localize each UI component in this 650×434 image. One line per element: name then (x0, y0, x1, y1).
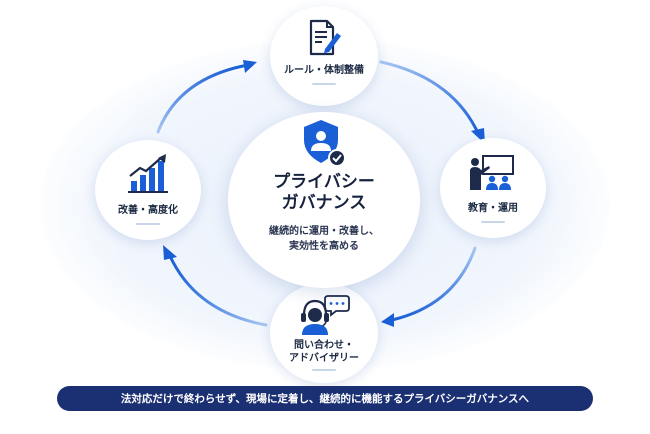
bar-chart-growth-icon (128, 154, 168, 193)
arrow-left-to-top (156, 64, 245, 134)
divider (481, 221, 505, 223)
center-title-line1: プライバシー (273, 172, 375, 192)
cycle-step-label-line2: アドバイザリー (289, 353, 359, 364)
arrow-right-to-bottom (390, 246, 477, 322)
center-description: 継続的に運用・改善し、 実効性を高める (269, 224, 379, 254)
presentation-board-icon (470, 155, 514, 190)
center-desc-line2: 実効性を高める (289, 241, 359, 252)
center-privacy-governance: プライバシー ガバナンス 継続的に運用・改善し、 実効性を高める (228, 112, 420, 288)
headset-chat-icon (301, 295, 350, 335)
arrow-bottom-to-left (168, 254, 268, 327)
divider (136, 223, 160, 225)
center-title-line2: ガバナンス (281, 193, 367, 213)
center-desc-line1: 継続的に運用・改善し、 (269, 226, 379, 237)
shield-user-check-icon (304, 120, 346, 167)
cycle-step-label-line1: 問い合わせ・ (294, 340, 354, 351)
cycle-step-label: ルール・体制整備 (284, 65, 364, 76)
cycle-step-education: 教育・運用 (440, 138, 546, 238)
cycle-step-rules: ルール・体制整備 (270, 6, 378, 106)
cycle-step-label: 教育・運用 (468, 203, 518, 214)
divider (312, 369, 336, 371)
cycle-step-inquiries: 問い合わせ・ アドバイザリー (270, 283, 378, 383)
document-pen-icon (309, 19, 341, 56)
divider (312, 83, 336, 85)
arrow-top-to-right (379, 60, 480, 135)
summary-banner: 法対応だけで終わらせず、現場に定着し、継続的に機能するプライバシーガバナンスへ (57, 386, 593, 411)
cycle-step-improvement: 改善・高度化 (95, 140, 201, 240)
cycle-step-label: 改善・高度化 (118, 205, 178, 216)
